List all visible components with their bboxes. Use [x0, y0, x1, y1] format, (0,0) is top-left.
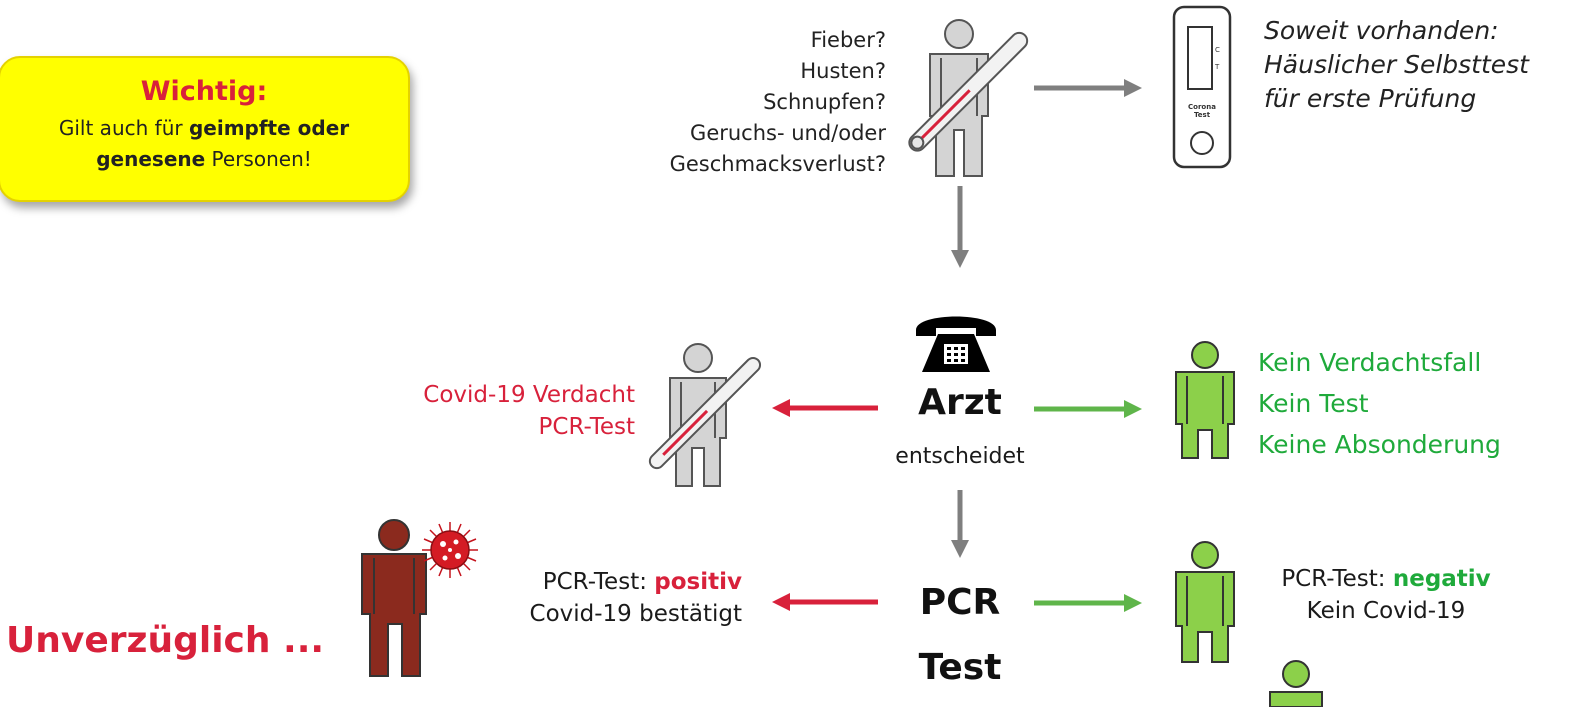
note-bold-1: geimpfte oder [188, 116, 350, 140]
symptom-item: Schnupfen? [763, 90, 886, 114]
symptom-list: Fieber? Husten? Schnupfen? Geruchs- und/… [560, 25, 886, 180]
pcr-title-line2: Test [918, 647, 1002, 688]
note-text-1: Gilt auch für [58, 116, 189, 140]
no-case-line: Keine Absonderung [1258, 430, 1501, 459]
arrow-down-to-pcr [951, 490, 969, 558]
important-note-box: Wichtig: Gilt auch für geimpfte oder gen… [0, 56, 410, 202]
healthy-person-icon [1269, 660, 1323, 707]
suspicion-line: PCR-Test [538, 414, 635, 440]
symptom-item: Fieber? [810, 28, 886, 52]
healthy-person-icon [1175, 341, 1235, 459]
note-text-2: Personen! [205, 147, 312, 171]
arrow-down-to-doctor [951, 186, 969, 268]
positive-line-1: PCR-Test: positiv [470, 566, 742, 598]
immediately-text: Unverzüglich ... [6, 620, 325, 661]
selftest-line: Soweit vorhanden: [1264, 16, 1499, 45]
note-bold-2: genesene [96, 147, 206, 171]
negative-line-1: PCR-Test: negativ [1246, 563, 1526, 595]
suspected-patient-icon [648, 343, 762, 487]
suspicion-line: Covid-19 Verdacht [423, 382, 635, 408]
infected-person-icon [361, 519, 478, 677]
note-title: Wichtig: [140, 76, 268, 107]
kit-label-2: Test [1194, 111, 1211, 119]
kit-t-mark: T [1214, 63, 1220, 71]
symptom-item: Geruchs- und/oder [690, 121, 886, 145]
suspicion-text: Covid-19 Verdacht PCR-Test [300, 379, 635, 443]
doctor-subtitle: entscheidet [895, 444, 1025, 469]
pcr-title-line1: PCR [919, 582, 1001, 623]
corona-test-kit-icon: C T Corona Test [1172, 5, 1232, 169]
arrow-to-no-case [1034, 400, 1142, 418]
no-case-line: Kein Test [1258, 389, 1369, 418]
positive-text: PCR-Test: positiv Covid-19 bestätigt [470, 566, 742, 630]
telephone-icon [916, 316, 996, 372]
note-body: Gilt auch für geimpfte oder genesene Per… [0, 113, 408, 175]
patient-thermometer-icon [908, 19, 1029, 177]
symptom-item: Husten? [800, 59, 886, 83]
no-case-text: Kein Verdachtsfall Kein Test Keine Abson… [1258, 342, 1501, 465]
virus-icon [422, 522, 478, 578]
positive-line-2: Covid-19 bestätigt [529, 601, 742, 627]
selftest-text: Soweit vorhanden: Häuslicher Selbsttest … [1264, 14, 1529, 116]
positive-prefix: PCR-Test: [542, 569, 655, 595]
positive-result: positiv [654, 569, 742, 595]
negative-line-2: Kein Covid-19 [1306, 598, 1466, 624]
selftest-line: Häuslicher Selbsttest [1264, 50, 1529, 79]
no-case-line: Kein Verdachtsfall [1258, 348, 1482, 377]
negative-prefix: PCR-Test: [1281, 566, 1393, 592]
doctor-title: Arzt [918, 382, 1002, 423]
negative-result: negativ [1392, 566, 1491, 592]
arrow-to-negative [1034, 594, 1142, 612]
arrow-to-selftest [1034, 79, 1142, 97]
kit-label-1: Corona [1188, 103, 1216, 111]
arrow-to-positive [772, 593, 878, 611]
healthy-person-icon [1175, 541, 1235, 663]
selftest-line: für erste Prüfung [1264, 84, 1477, 113]
negative-text: PCR-Test: negativ Kein Covid-19 [1246, 563, 1526, 627]
kit-c-mark: C [1215, 46, 1220, 54]
symptom-item: Geschmacksverlust? [669, 152, 886, 176]
arrow-to-suspicion [772, 399, 878, 417]
